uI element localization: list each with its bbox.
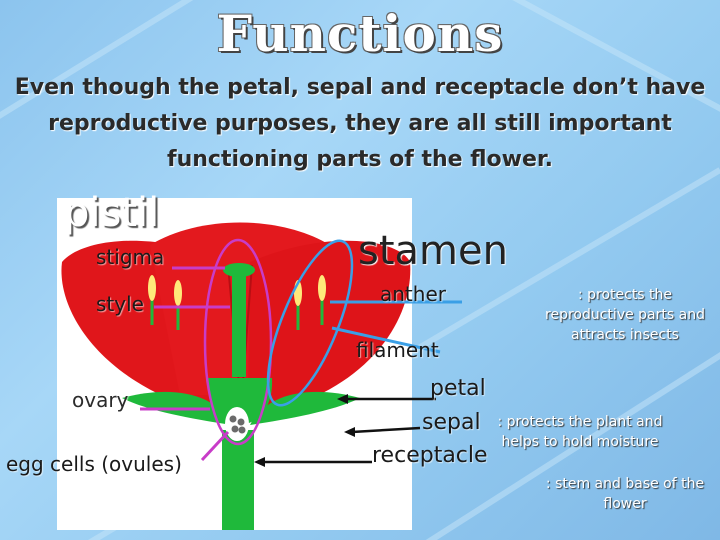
anther-left-2 bbox=[148, 275, 156, 301]
label-stigma: stigma bbox=[96, 245, 165, 269]
filament-pointer bbox=[331, 326, 441, 354]
sepal-arrow bbox=[351, 426, 421, 434]
egg-cells-pointer bbox=[200, 430, 230, 462]
slide-subtitle: Even though the petal, sepal and recepta… bbox=[14, 75, 706, 172]
style-shape bbox=[232, 272, 246, 377]
ovule-cluster bbox=[225, 407, 249, 441]
label-sepal: sepal bbox=[422, 410, 481, 435]
desc-petal: : protects the reproductive parts and at… bbox=[545, 287, 705, 343]
desc-receptacle: : stem and base of the flower bbox=[545, 476, 705, 512]
label-egg-cells: egg cells (ovules) bbox=[6, 452, 182, 476]
label-stamen: stamen bbox=[358, 228, 508, 274]
stigma-shape bbox=[223, 263, 255, 277]
anther-left-1 bbox=[174, 280, 182, 306]
label-style: style bbox=[96, 292, 144, 316]
stem-shape bbox=[222, 430, 254, 530]
petal-right bbox=[248, 240, 411, 410]
slide-title: Functions bbox=[216, 4, 504, 63]
label-receptacle: receptacle bbox=[372, 443, 488, 468]
label-ovary: ovary bbox=[72, 388, 129, 412]
desc-sepal: : protects the plant and helps to hold m… bbox=[497, 414, 663, 450]
label-petal: petal bbox=[430, 376, 486, 401]
sepal-right bbox=[250, 391, 360, 425]
label-pistil: pistil bbox=[64, 190, 160, 236]
stamen-outline bbox=[266, 239, 354, 407]
label-anther: anther bbox=[380, 282, 446, 306]
pistil-outline bbox=[203, 238, 273, 446]
ovary-shape bbox=[207, 378, 273, 425]
anther-right-2 bbox=[318, 275, 326, 301]
label-filament: filament bbox=[356, 338, 439, 362]
